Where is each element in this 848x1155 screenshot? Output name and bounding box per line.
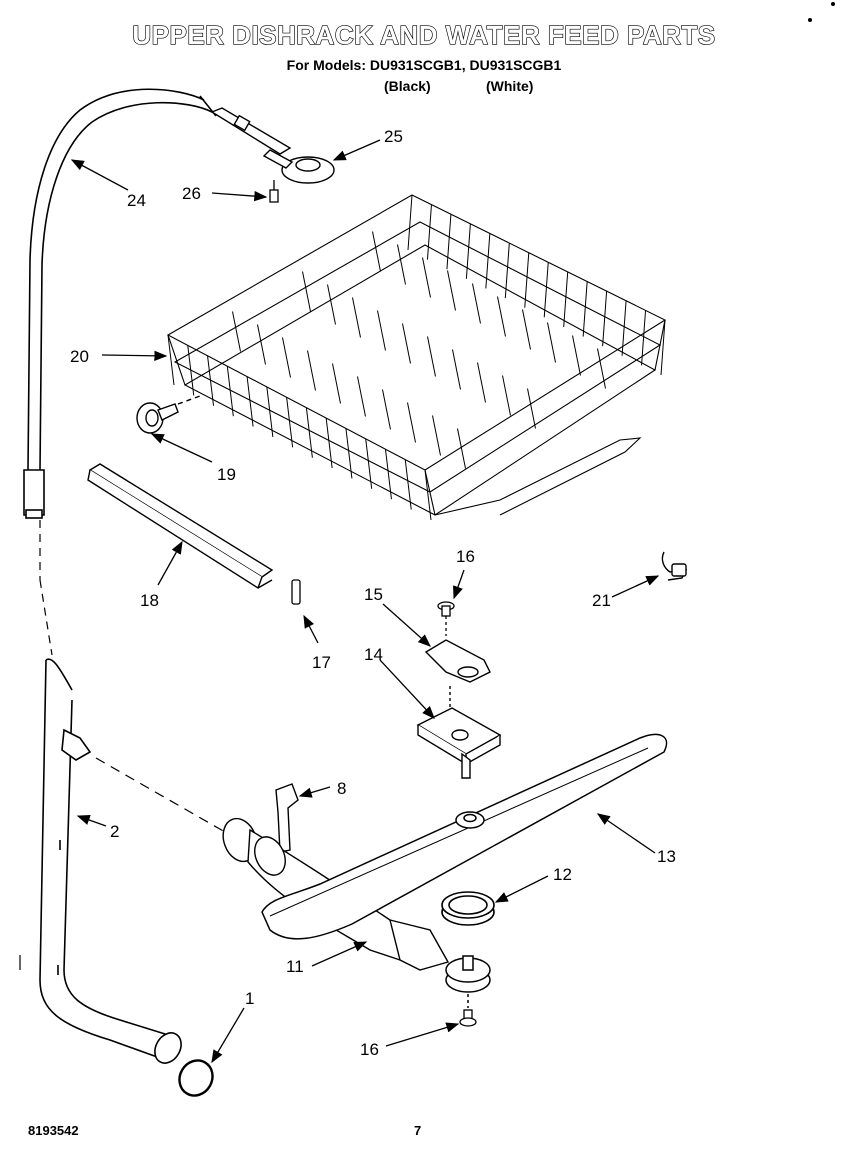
variant-black-label: (Black) — [384, 78, 431, 94]
callout-26: 26 — [182, 184, 201, 203]
callout-13: 13 — [657, 847, 676, 866]
callout-15: 15 — [364, 585, 383, 604]
callout-20: 20 — [70, 347, 89, 366]
rack-roller-drawing — [136, 395, 201, 434]
corner-mark — [808, 2, 835, 22]
rack-track-drawing — [87, 463, 274, 590]
supply-tube-drawing — [19, 520, 182, 1064]
rack-tines — [167, 194, 666, 521]
screw-16-top-drawing — [437, 601, 455, 636]
callout-18: 18 — [140, 591, 159, 610]
callout-arrows — [70, 139, 660, 1064]
callout-8: 8 — [337, 779, 346, 798]
callout-17: 17 — [312, 653, 331, 672]
upper-dishrack-drawing — [166, 194, 667, 516]
hub-drawing — [445, 955, 491, 1008]
alignment-line — [95, 757, 226, 833]
callout-11: 11 — [286, 957, 304, 976]
callout-labels: 25 24 26 20 19 18 17 16 15 14 21 8 2 13 … — [70, 127, 676, 1059]
screw-16-bottom-drawing — [459, 1009, 477, 1027]
callout-16-bottom: 16 — [360, 1040, 379, 1059]
callout-24: 24 — [127, 191, 146, 210]
callout-19: 19 — [217, 465, 236, 484]
bracket-15-drawing — [424, 639, 491, 710]
callout-14: 14 — [364, 645, 383, 664]
doc-number: 8193542 — [28, 1123, 79, 1138]
callout-21: 21 — [592, 591, 611, 610]
callout-1: 1 — [245, 989, 254, 1008]
feed-tube-drawing — [23, 88, 217, 519]
clamp-8-drawing — [275, 783, 299, 853]
spray-arm-13-drawing — [261, 733, 668, 940]
mount-14-drawing — [416, 707, 502, 779]
clip-21-drawing — [661, 551, 688, 581]
bearing-ring-12-drawing — [441, 891, 495, 926]
callout-16-top: 16 — [456, 547, 475, 566]
callout-12: 12 — [553, 865, 572, 884]
screw-26-drawing — [269, 180, 279, 203]
page-title: UPPER DISHRACK AND WATER FEED PARTS — [132, 19, 716, 50]
callout-2: 2 — [110, 822, 119, 841]
models-line: For Models: DU931SCGB1, DU931SCGB1 — [286, 57, 562, 73]
variant-white-label: (White) — [486, 78, 534, 94]
page-number: 7 — [414, 1123, 422, 1138]
callout-25: 25 — [384, 127, 403, 146]
spray-head-drawing — [210, 107, 335, 184]
track-stop-drawing — [291, 579, 301, 605]
o-ring-drawing — [178, 1059, 214, 1097]
